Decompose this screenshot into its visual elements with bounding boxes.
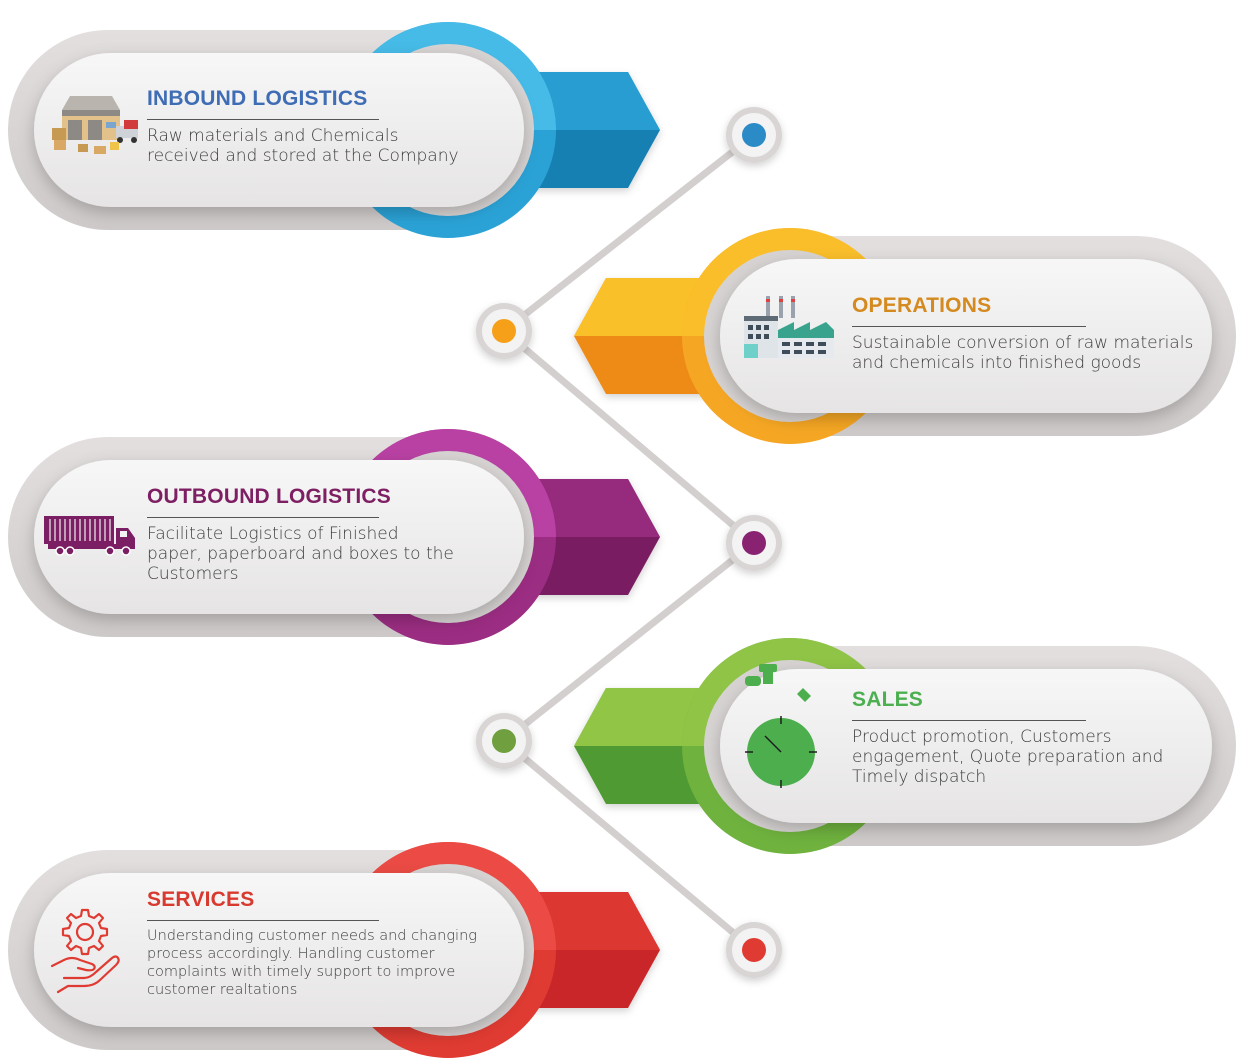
stage-card-services — [8, 842, 660, 1058]
card-white-pill — [34, 53, 524, 207]
card-white-pill — [34, 460, 524, 614]
services-description: Understanding customer needs and changin… — [147, 928, 477, 998]
card-services-text: SERVICES Understanding customer needs an… — [147, 888, 487, 999]
connector-line — [500, 327, 758, 547]
connector-dot — [476, 713, 532, 769]
outbound-title: OUTBOUND LOGISTICS — [147, 485, 391, 508]
stopwatch-icon — [745, 664, 817, 788]
card-white-pill — [720, 669, 1212, 823]
card-sales-text: SALES Product promotion, Customers engag… — [852, 688, 1197, 787]
sales-description: Product promotion, Customers engagement,… — [852, 727, 1164, 787]
connector-dot — [476, 303, 532, 359]
inbound-title: INBOUND LOGISTICS — [147, 87, 368, 110]
outbound-divider — [147, 517, 379, 518]
card-white-pill — [34, 873, 524, 1027]
connector-dots — [476, 107, 782, 978]
inbound-description: Raw materials and Chemicals received and… — [147, 126, 459, 166]
card-operations-text: OPERATIONS Sustainable conversion of raw… — [852, 294, 1197, 373]
stage-cards — [8, 22, 1236, 1058]
connector-dot — [726, 515, 782, 571]
connector-lines — [500, 131, 758, 954]
sales-title: SALES — [852, 688, 924, 711]
stage-card-operations — [574, 228, 1236, 444]
outbound-description: Facilitate Logistics of Finished paper, … — [147, 524, 454, 584]
stage-card-outbound — [8, 429, 660, 645]
connector-line — [500, 737, 758, 954]
card-inbound-text: INBOUND LOGISTICS Raw materials and Chem… — [147, 87, 477, 166]
warehouse-icon — [52, 96, 138, 154]
sales-divider — [852, 720, 1086, 721]
operations-description: Sustainable conversion of raw materials … — [852, 333, 1194, 373]
gear-hand-icon — [50, 908, 120, 994]
operations-title: OPERATIONS — [852, 294, 992, 317]
connector-line — [500, 539, 758, 745]
services-divider — [147, 920, 379, 921]
truck-icon — [44, 516, 135, 556]
connector-dot — [726, 922, 782, 978]
connector-line — [500, 131, 758, 335]
card-white-pill — [720, 259, 1212, 413]
factory-icon — [744, 296, 834, 358]
services-title: SERVICES — [147, 888, 255, 911]
stage-card-inbound — [8, 22, 660, 238]
operations-divider — [852, 326, 1086, 327]
card-outbound-text: OUTBOUND LOGISTICS Facilitate Logistics … — [147, 485, 477, 584]
stage-card-sales — [574, 638, 1236, 854]
stage-icons — [44, 96, 834, 994]
connector-dot — [726, 107, 782, 163]
inbound-divider — [147, 119, 379, 120]
